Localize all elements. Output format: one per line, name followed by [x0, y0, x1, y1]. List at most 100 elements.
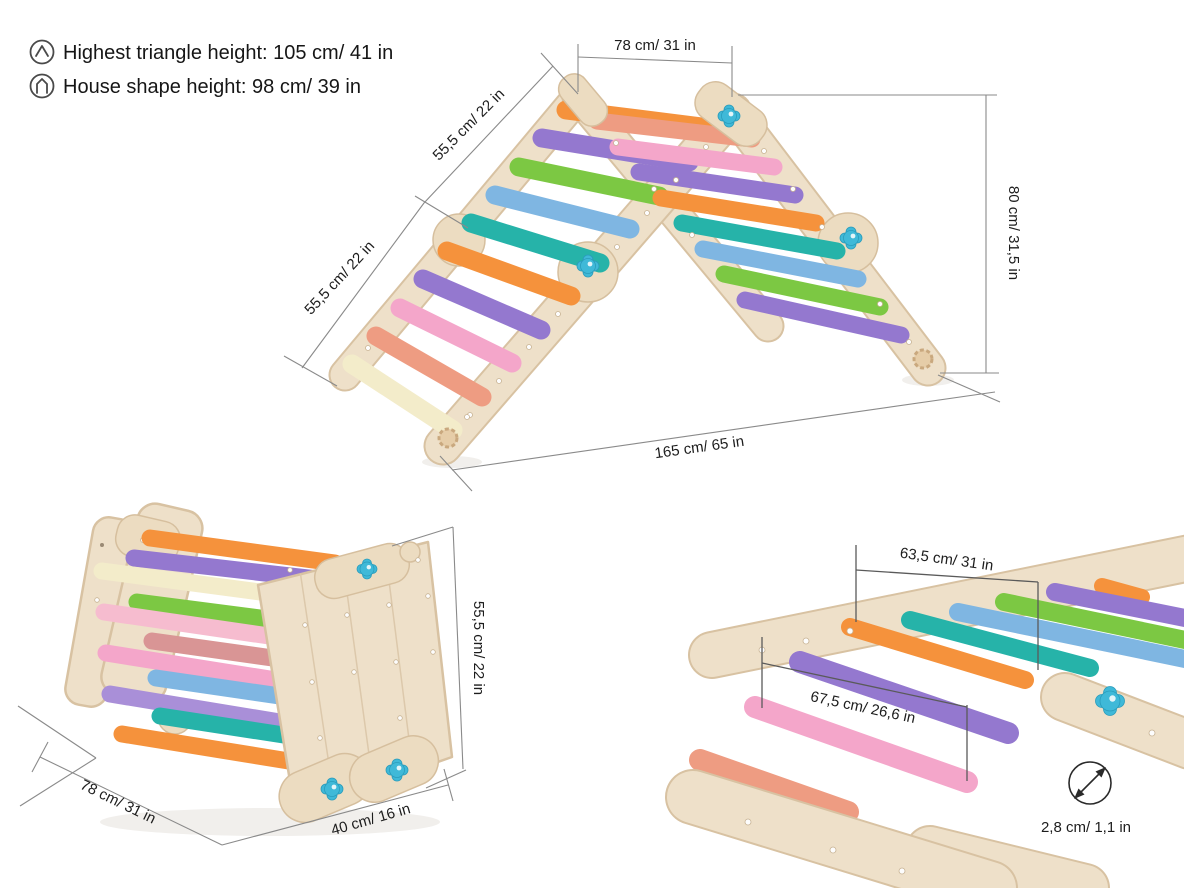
lock-knobs [576, 104, 863, 278]
dim-line-folded-width [221, 784, 449, 846]
knob-core [1099, 690, 1121, 712]
right-ladder-rungs [588, 112, 910, 344]
rung-orange [652, 189, 825, 232]
screw [425, 593, 431, 599]
rung-green [715, 265, 889, 316]
dim-label-upper-side: 55,5 cm/ 22 in [429, 85, 508, 164]
dim-line-folded-depth [39, 756, 223, 846]
dim-tick [439, 455, 473, 492]
house-shape-icon [29, 73, 55, 99]
knob-blue [839, 226, 863, 250]
rung-purple [630, 163, 804, 204]
triangle-peak-icon [29, 39, 55, 65]
screw [829, 846, 837, 854]
rung-orange [437, 241, 581, 306]
diameter-icon-circle [1068, 761, 1112, 805]
rail-back-right [563, 82, 783, 341]
screw [673, 177, 679, 183]
house-triangle-view: 78 cm/ 31 in 55,5 cm/ 22 in 55,5 cm/ 22 … [283, 37, 1022, 492]
rail-front-left [667, 771, 1016, 888]
screw [689, 232, 695, 238]
rung-teal [461, 213, 610, 273]
knob-blue [1095, 686, 1125, 716]
dim-label-top-width: 78 cm/ 31 in [614, 37, 696, 54]
rung-green [995, 593, 1184, 649]
rung-purple [413, 269, 551, 340]
folded-view: 55,5 cm/ 22 in 78 cm/ 31 in 40 cm/ 16 in [17, 502, 487, 846]
knob-core [580, 258, 596, 274]
legend-house-shape-height: House shape height: 98 cm/ 39 in [63, 76, 361, 98]
screw [526, 344, 532, 350]
dim-line-left-sides [301, 65, 554, 369]
rung-teal [901, 611, 1099, 677]
screw [415, 557, 421, 563]
dim-line-lower-span [761, 662, 968, 708]
screw [309, 679, 315, 685]
dim-tick [443, 768, 454, 802]
house-shape-icon-glyph [36, 78, 48, 94]
dim-tick [283, 355, 338, 387]
knob-blue [717, 104, 741, 128]
screw [100, 543, 104, 547]
screw [287, 567, 293, 573]
rung-pink [744, 696, 978, 793]
knob-highlight [396, 765, 402, 771]
rung-green [509, 157, 669, 206]
floor-line [19, 757, 97, 807]
dim-label-folded-height: 55,5 cm/ 22 in [470, 601, 487, 695]
dim-line-upper-span [855, 569, 1039, 583]
screw [302, 622, 308, 628]
rung-purple [736, 291, 910, 344]
diameter-icon-arrowhead [1074, 788, 1085, 799]
knob-core [721, 108, 737, 124]
screw [906, 339, 912, 345]
rung-skyblue [694, 240, 867, 288]
dim-tick [414, 195, 469, 229]
screw [397, 715, 403, 721]
screw [351, 669, 357, 675]
dim-label-height: 80 cm/ 31,5 in [1005, 186, 1022, 280]
screw [898, 867, 906, 875]
screw [651, 186, 657, 192]
rung-purple [789, 651, 1019, 744]
knob-highlight [728, 111, 734, 117]
house-dimensions: 78 cm/ 31 in 55,5 cm/ 22 in 55,5 cm/ 22 … [283, 37, 1022, 492]
lock-knobs [320, 558, 409, 801]
rung-pink [609, 138, 783, 176]
apex-back-plate [557, 73, 609, 127]
plank-seam [384, 552, 414, 772]
rung-skyblue [485, 185, 640, 239]
screw [614, 244, 620, 250]
screw [1148, 729, 1156, 737]
knob-highlight [331, 784, 337, 790]
triangle-peak-icon-glyph [35, 45, 49, 57]
screw [744, 818, 752, 826]
screws [287, 557, 436, 741]
dim-line-base [451, 391, 996, 471]
rung-salmon [366, 326, 492, 407]
rung-teal [673, 214, 846, 260]
legend: Highest triangle height: 105 cm/ 41 in H… [29, 39, 393, 99]
plate-scallop [399, 541, 421, 563]
screw [819, 224, 825, 230]
knob-highlight [587, 261, 593, 267]
knob-core [359, 561, 375, 577]
dim-tick [31, 741, 49, 773]
screw [802, 637, 810, 645]
screw [761, 148, 767, 154]
knob-blue [385, 758, 409, 782]
knob-blue [576, 254, 600, 278]
knob-core [389, 762, 405, 778]
knob-core [324, 781, 340, 797]
box-shadow [100, 808, 440, 836]
rung-orange [141, 529, 344, 572]
plank-seam [342, 562, 374, 785]
screw [790, 186, 796, 192]
floor-line [17, 705, 97, 759]
dim-label-rung-diameter: 2,8 cm/ 1,1 in [1041, 819, 1131, 836]
rung-orange [841, 618, 1034, 689]
knob-blue [320, 777, 344, 801]
knob-blue [356, 558, 378, 580]
rung-orange [1094, 578, 1150, 605]
dim-tick [391, 526, 454, 547]
